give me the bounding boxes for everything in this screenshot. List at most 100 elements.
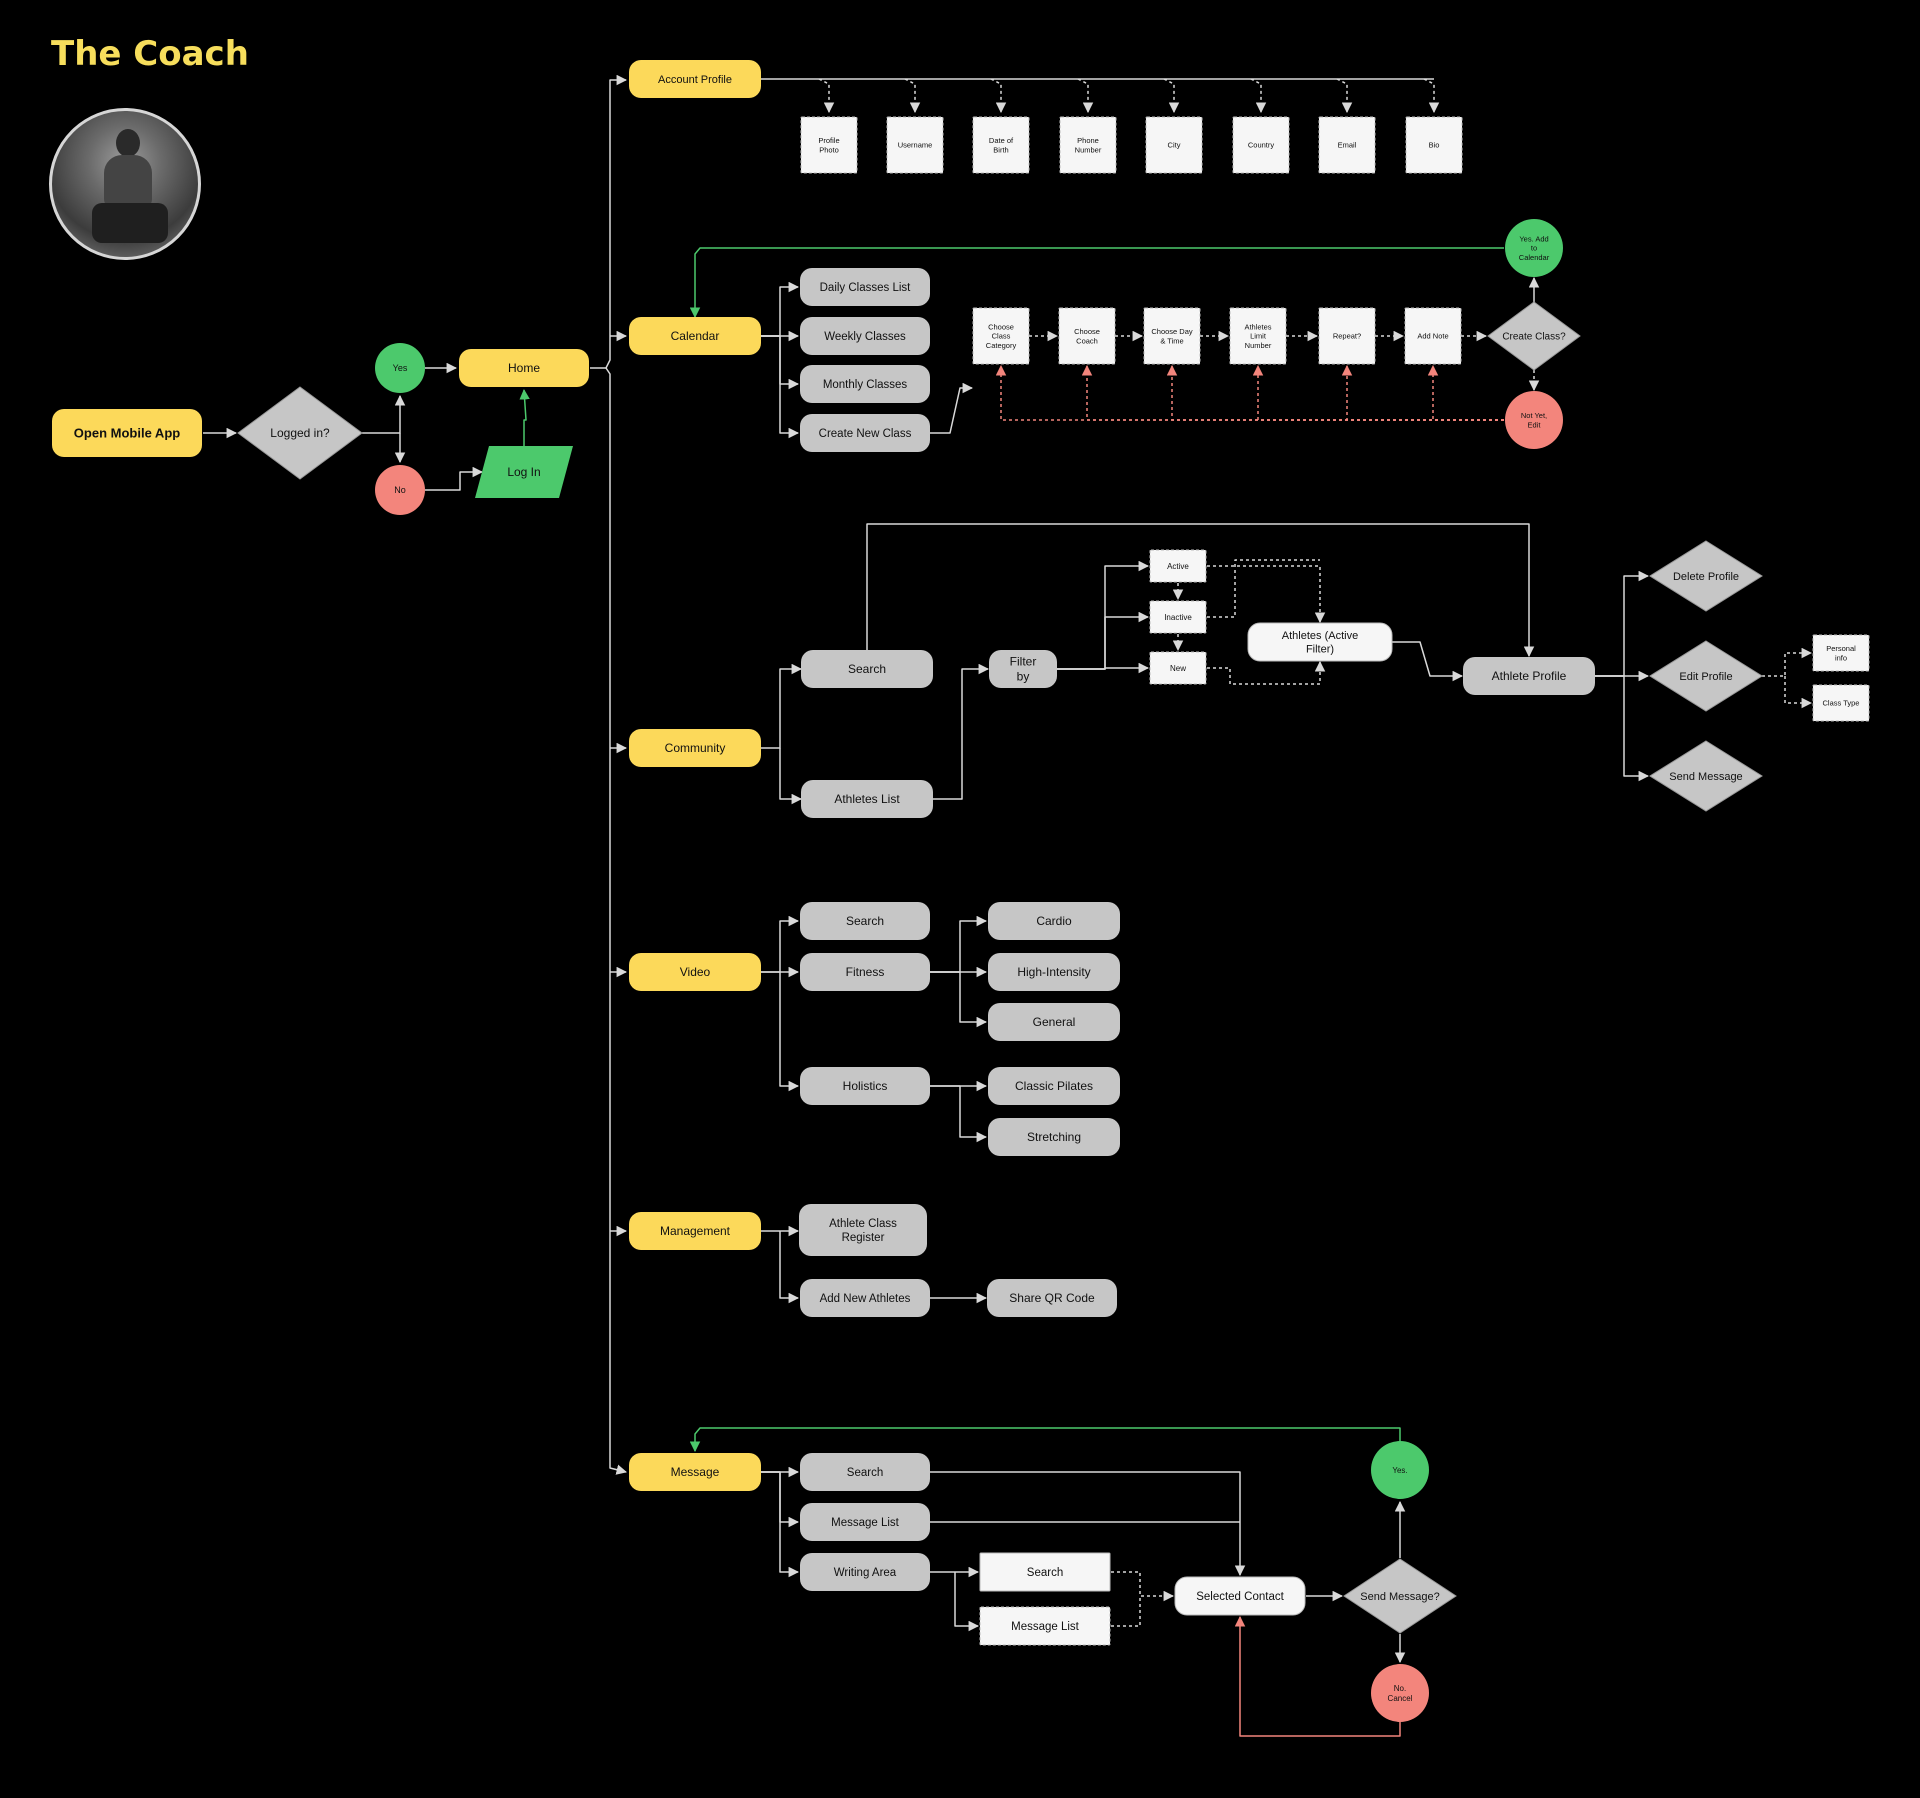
write-message-list-node-label: Message List [1011,1621,1080,1633]
home-node-shape [459,349,589,387]
calendar-option-1: Weekly Classes [800,317,930,355]
avatar-head [116,129,140,157]
athletes-list-node-label: Athletes List [834,792,900,806]
selected-contact-node: Selected Contact [1174,1576,1306,1616]
athletes-list-node-shape [801,780,933,818]
athletes-active-filter-node-shape [1247,622,1393,662]
no-circle-shape [375,465,425,515]
yes-circle: Yes [375,343,425,393]
list-to-filter [933,663,990,800]
class-step-4-label: Repeat? [1333,332,1361,341]
write-search-node-shape [979,1552,1111,1592]
fitness-sub-2: General [988,1003,1120,1041]
logged-to-yes [362,394,406,434]
class-step-1-shape [1058,307,1116,365]
holistics-sub-1: Stretching [988,1118,1120,1156]
athlete-profile-node-label: Athlete Profile [1492,669,1567,683]
profile-field-5-label: Country [1248,141,1275,150]
msg-yes-circle-label: Yes. [1392,1466,1407,1475]
class-type-node-shape [1812,684,1870,722]
message-node-label: Message [671,1465,720,1479]
management-node-label: Management [660,1224,731,1238]
message-option-1-label: Message List [831,1517,900,1529]
class-step-2: Choose Day& Time [1143,307,1201,365]
yes-circle-label: Yes [393,363,408,373]
filter-option-0: Active [1149,549,1207,583]
no-back-to-contact [1234,1615,1401,1737]
holistics-to-sub-1 [930,1085,988,1143]
profile-field-6-label: Email [1338,141,1357,150]
filter-option-0-label: Active [1167,562,1189,571]
account-profile-node-label: Account Profile [658,74,732,86]
edit-to-step-0 [995,364,1534,421]
yes-circle-shape [375,343,425,393]
selected-contact-node-shape [1174,1576,1306,1616]
new-to-list [1207,660,1326,685]
fitness-node: Fitness [800,953,930,991]
calendar-option-2: Monthly Classes [800,365,930,403]
fitness-to-sub-0 [930,915,988,973]
inactive-to-list [1207,559,1320,618]
holistics-sub-0-label: Classic Pilates [1015,1079,1093,1093]
message-option-0-shape [800,1453,930,1491]
holistics-sub-1-label: Stretching [1027,1130,1081,1144]
filter-option-0-shape [1149,549,1207,583]
video-search-node: Search [800,902,930,940]
profile-action-2: Send Message [1649,740,1763,812]
community-node-label: Community [665,741,726,755]
filter-to-option-1 [1057,611,1150,670]
account-to-field-3 [1077,78,1094,114]
profile-field-5: Country [1232,116,1290,174]
video-search-node-label: Search [846,914,884,928]
account-to-field-7 [1423,78,1440,114]
create-class-decision-shape [1487,301,1581,371]
edit-to-step-3 [1252,364,1534,421]
add-new-athletes-node-shape [800,1279,930,1317]
calendar-option-1-shape [800,317,930,355]
calendar-to-option-0 [761,281,800,337]
filter-option-1-label: Inactive [1164,613,1192,622]
holistics-sub-0-shape [988,1067,1120,1105]
video-to-search [761,915,800,973]
profile-field-1-shape [886,116,944,174]
filter-by-node-shape [989,650,1057,688]
write-search-node-label: Search [1027,1567,1063,1579]
edit-to-step-2 [1166,364,1534,421]
fitness-sub-2-shape [988,1003,1120,1041]
class-type-node-label: Class Type [1823,699,1860,708]
filter-option-1: Inactive [1149,600,1207,634]
class-step-5: Add Note [1404,307,1462,365]
not-yet-edit-circle-shape [1505,391,1563,449]
fitness-sub-2-label: General [1033,1015,1076,1029]
class-step-2-shape [1143,307,1201,365]
write-message-list-node: Message List [979,1606,1111,1646]
search-to-profile [866,523,1535,658]
video-node-label: Video [680,965,711,979]
open-app-node-shape [52,409,202,457]
yes-back-to-message [689,1427,1401,1453]
holistics-node-label: Holistics [843,1079,888,1093]
search-to-contact [1111,1571,1175,1602]
fitness-node-shape [800,953,930,991]
message-option-0-label: Search [847,1467,883,1479]
share-qr-node: Share QR Code [987,1279,1117,1317]
create-class-decision: Create Class? [1487,301,1581,371]
fitness-sub-0-label: Cardio [1036,914,1072,928]
profile-field-2-shape [972,116,1030,174]
create-to-step0 [930,382,974,434]
msg-no-circle: No.Cancel [1371,1664,1429,1722]
community-search-node-shape [801,650,933,688]
profile-action-1: Edit Profile [1649,640,1763,712]
profile-action-0-label: Delete Profile [1673,571,1739,583]
trunk-main [605,367,628,1475]
title: The Coach [51,34,249,74]
